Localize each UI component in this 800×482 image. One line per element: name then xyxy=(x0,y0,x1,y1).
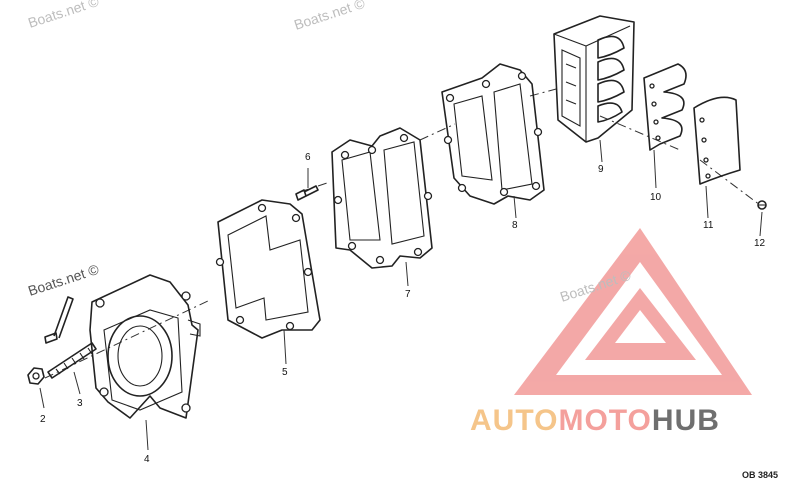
part-9-reed-block xyxy=(553,15,635,143)
callout-5: 5 xyxy=(282,367,288,378)
part-5-gasket xyxy=(215,199,321,339)
part-8-gasket xyxy=(441,63,545,205)
watermark-top-mid: Boats.net © xyxy=(292,0,367,33)
callout-7: 7 xyxy=(405,289,411,300)
assembly-centerline xyxy=(44,87,761,379)
drawing-reference: OB 3845 xyxy=(742,470,778,480)
part-7-reed-plate xyxy=(331,127,433,269)
part-bolt xyxy=(44,296,74,344)
watermark-top-left: Boats.net © xyxy=(26,0,101,31)
part-6-screw xyxy=(295,185,319,201)
callout-2: 2 xyxy=(40,414,46,425)
callout-4: 4 xyxy=(144,454,150,465)
part-2-nut xyxy=(27,367,45,385)
callout-6: 6 xyxy=(305,152,311,163)
callout-3: 3 xyxy=(77,398,83,409)
part-10-reed-petals xyxy=(643,63,687,151)
part-12-screw xyxy=(757,200,767,210)
watermark-mid-left: Boats.net © xyxy=(26,261,101,299)
brand-part-auto: AUTO xyxy=(470,404,558,437)
brand-part-moto: MOTO xyxy=(558,404,651,437)
callout-12: 12 xyxy=(754,238,766,249)
leader-lines xyxy=(39,139,763,451)
part-3-stud xyxy=(47,342,97,379)
callout-9: 9 xyxy=(598,164,604,175)
part-4-adapter-plate xyxy=(89,274,201,419)
callout-8: 8 xyxy=(512,220,518,231)
part-11-stop-plate xyxy=(693,96,741,185)
brand-wordmark: AUTOMOTOHUB xyxy=(470,404,720,437)
callout-11: 11 xyxy=(703,220,714,231)
brand-part-hub: HUB xyxy=(652,404,720,437)
callout-10: 10 xyxy=(650,192,662,203)
automotohub-logo-icon xyxy=(514,228,752,395)
